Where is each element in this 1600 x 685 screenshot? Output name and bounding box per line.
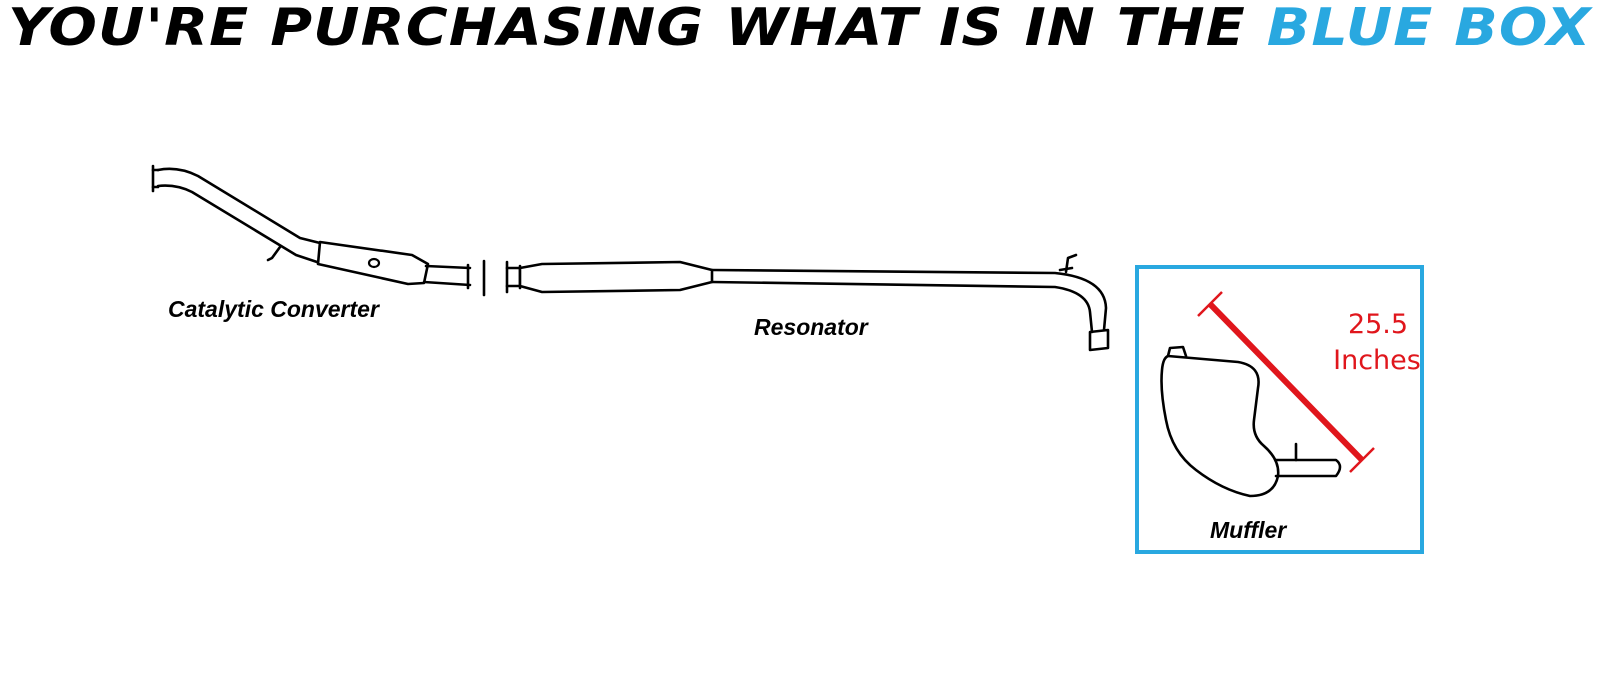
dimension-unit: Inches <box>1333 345 1421 376</box>
blue-box-frame <box>1135 265 1424 554</box>
dimension-line <box>1197 291 1375 473</box>
label-resonator: Resonator <box>754 314 869 340</box>
headline-prefix: YOU'RE PURCHASING WHAT IS IN THE <box>8 0 1246 58</box>
resonator-drawing <box>505 253 1110 352</box>
catalytic-converter-drawing <box>151 164 486 297</box>
label-muffler: Muffler <box>1210 517 1287 543</box>
dimension-value: 25.5 <box>1348 309 1408 340</box>
headline-highlight: BLUE BOX <box>1266 0 1592 58</box>
muffler-drawing <box>1160 345 1342 498</box>
label-catalytic-converter: Catalytic Converter <box>168 296 380 322</box>
headline: YOU'RE PURCHASING WHAT IS IN THE BLUE BO… <box>8 0 1592 60</box>
